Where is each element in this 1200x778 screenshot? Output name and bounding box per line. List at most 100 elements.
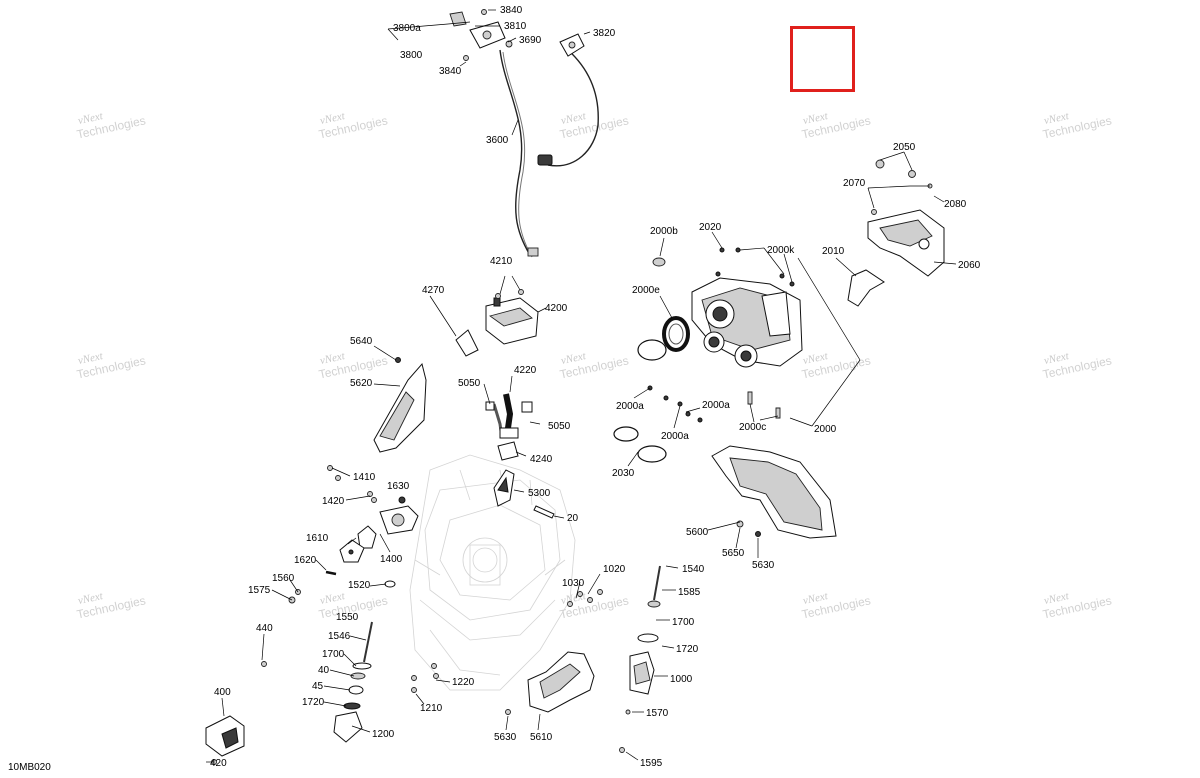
callout-2000k: 2000k [767, 245, 795, 256]
part-3690 [505, 40, 513, 48]
washers-1575-1560 [288, 589, 301, 604]
callout-2030: 2030 [612, 468, 635, 479]
hose-4220 [485, 393, 533, 439]
watermark-text: vNext [560, 350, 588, 367]
callout-2080: 2080 [944, 199, 967, 210]
part-2000b [652, 257, 666, 267]
callout-1400: 1400 [380, 554, 403, 565]
part-3820 [559, 33, 585, 57]
callout-2000: 2000 [814, 424, 837, 435]
callout-2070: 2070 [843, 178, 866, 189]
callout-3840-bottom: 3840 [439, 66, 462, 77]
callout-5610: 5610 [530, 732, 553, 743]
diagram-reference-code: 10MB020 [8, 762, 51, 773]
callout-1620: 1620 [294, 555, 317, 566]
watermark-text: vNext [802, 590, 830, 607]
callout-45: 45 [312, 681, 324, 692]
callout-1420: 1420 [322, 496, 345, 507]
watermark-text: vNext [1043, 350, 1071, 367]
leader-lines [206, 9, 957, 763]
callout-4240: 4240 [530, 454, 553, 465]
callout-1560: 1560 [272, 573, 295, 584]
callout-5300: 5300 [528, 488, 551, 499]
mount-stack-1200 [333, 621, 373, 743]
callout-1520: 1520 [348, 580, 371, 591]
screw-440 [261, 633, 267, 667]
callout-1585: 1585 [678, 587, 701, 598]
callout-3840-top: 3840 [500, 5, 523, 16]
callout-5630-bottom: 5630 [494, 732, 517, 743]
heat-shield-5610 [505, 651, 595, 715]
callout-2000a-right: 2000a [702, 400, 730, 411]
watermark-text: vNext [319, 590, 347, 607]
callout-1200: 1200 [372, 729, 395, 740]
callout-4200: 4200 [545, 303, 568, 314]
callout-2050: 2050 [893, 142, 916, 153]
callout-3810: 3810 [504, 21, 527, 32]
callout-1020: 1020 [603, 564, 626, 575]
watermark-text: vNext [802, 110, 830, 127]
part-20 [533, 505, 555, 519]
callout-1720-right: 1720 [676, 644, 699, 655]
screws-1020-1030 [567, 589, 603, 607]
callout-2020: 2020 [699, 222, 722, 233]
part-3810 [469, 21, 506, 49]
airbox-2000 [691, 277, 803, 368]
engine-ghost [409, 454, 576, 691]
callout-1540: 1540 [682, 564, 705, 575]
callout-3690: 3690 [519, 35, 542, 46]
watermark-text: vNext [77, 110, 105, 127]
callout-1575: 1575 [248, 585, 271, 596]
callout-4210: 4210 [490, 256, 513, 267]
part-2000c [747, 391, 781, 419]
screws-1570-1595 [619, 709, 631, 753]
watermark-text: vNext [1043, 590, 1071, 607]
callout-5050-right: 5050 [548, 421, 571, 432]
callout-1410: 1410 [353, 472, 376, 483]
callout-1630: 1630 [387, 481, 410, 492]
callout-3600: 3600 [486, 135, 509, 146]
callout-1550: 1550 [336, 612, 359, 623]
screws-4210 [495, 275, 524, 299]
screw-3840 [463, 9, 487, 61]
bracket-5620 [373, 357, 427, 453]
callout-3800a: 3800a [393, 23, 421, 34]
callout-5640: 5640 [350, 336, 373, 347]
callout-2010: 2010 [822, 246, 845, 257]
callout-1700-left: 1700 [322, 649, 345, 660]
callout-420: 420 [210, 758, 227, 769]
screws-1210-1220 [411, 663, 439, 693]
bolt-1620 [325, 570, 337, 576]
watermark-text: vNext [319, 350, 347, 367]
callout-4270: 4270 [422, 285, 445, 296]
callout-1700-right: 1700 [672, 617, 695, 628]
callout-400: 400 [214, 687, 231, 698]
bracket-2060 [867, 209, 945, 277]
part-1520 [384, 580, 396, 588]
callout-5620: 5620 [350, 378, 373, 389]
callout-5600: 5600 [686, 527, 709, 538]
highlight-box [790, 26, 855, 92]
callout-labels: 3840 3800a 3810 3800 3690 3820 3840 3600… [210, 5, 981, 769]
watermark-text: vNext [77, 350, 105, 367]
screws-2000a [647, 385, 703, 423]
callout-1030: 1030 [562, 578, 585, 589]
mount-stack-1000 [629, 565, 661, 695]
callout-5630-right: 5630 [752, 560, 775, 571]
callout-2000c: 2000c [739, 422, 766, 433]
callout-5050-left: 5050 [458, 378, 481, 389]
callout-1570: 1570 [646, 708, 669, 719]
callout-2000b: 2000b [650, 226, 678, 237]
callout-20: 20 [567, 513, 579, 524]
callout-1220: 1220 [452, 677, 475, 688]
watermark-text: vNext [319, 110, 347, 127]
callout-1720-left: 1720 [302, 697, 325, 708]
mount-1400 [357, 496, 419, 549]
callout-1595: 1595 [640, 758, 663, 769]
callout-2000e: 2000e [632, 285, 660, 296]
callout-40: 40 [318, 665, 330, 676]
part-2010 [847, 269, 885, 307]
watermark-text: vNext [802, 350, 830, 367]
heat-shield-5600 [711, 445, 837, 539]
callout-5650: 5650 [722, 548, 745, 559]
